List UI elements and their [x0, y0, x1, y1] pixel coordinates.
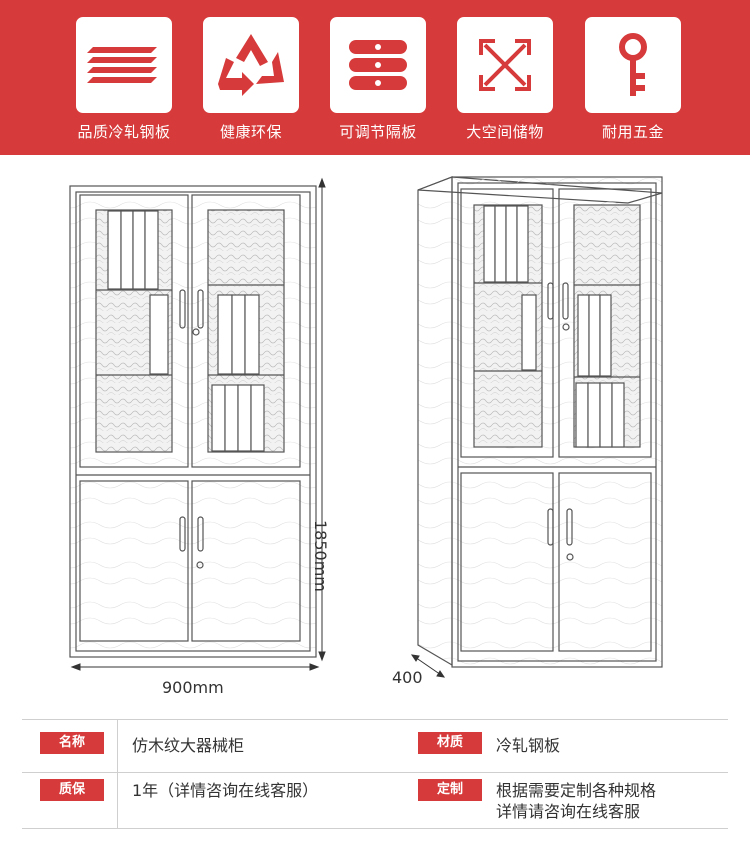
spec-table: 名称 仿木纹大器械柜 材质 冷轧钢板 质保 1年（详情咨询在线客服） 定制 根据…: [22, 719, 728, 829]
feature-hardware: 耐用五金: [585, 17, 681, 142]
dimension-lines-front: [70, 177, 326, 671]
name-tag: 名称: [40, 732, 104, 754]
steel-sheets-icon: [87, 47, 157, 83]
dimension-lines-depth: [410, 654, 446, 678]
feature-icon-box: [203, 17, 299, 113]
material-tag: 材质: [418, 732, 482, 754]
expand-arrows-icon: [479, 39, 531, 91]
feature-label: 大空间储物: [466, 123, 544, 141]
feature-band: 品质冷轧钢板 健康环保: [0, 0, 750, 155]
feature-label: 健康环保: [219, 123, 282, 141]
feature-label: 耐用五金: [601, 123, 664, 141]
custom-value-line-1: 根据需要定制各种规格: [496, 781, 657, 800]
feature-steel: 品质冷轧钢板: [76, 17, 172, 142]
custom-tag: 定制: [418, 779, 482, 801]
warranty-tag: 质保: [40, 779, 104, 801]
recycle-icon: [218, 34, 284, 96]
custom-value-line-2: 详情请咨询在线客服: [496, 802, 641, 821]
width-dimension-label: 900mm: [162, 678, 224, 697]
feature-icon-box: [76, 17, 172, 113]
feature-shelf: 可调节隔板: [330, 17, 426, 142]
material-value: 冷轧钢板: [496, 736, 561, 755]
cabinet-illustration: [69, 176, 663, 678]
warranty-value: 1年（详情咨询在线客服）: [132, 781, 319, 800]
feature-space: 大空间储物: [457, 17, 553, 142]
table-divider: [117, 720, 118, 828]
name-value: 仿木纹大器械柜: [132, 736, 245, 755]
adjustable-shelf-icon: [349, 40, 407, 90]
perspective-cabinet: [417, 176, 663, 668]
feature-label: 可调节隔板: [339, 123, 417, 141]
feature-icon-box: [585, 17, 681, 113]
depth-dimension-label: 400: [392, 668, 423, 687]
table-divider: [22, 772, 728, 773]
feature-icon-box: [457, 17, 553, 113]
cabinet-drawing: 900mm 1850mm 400: [0, 155, 750, 710]
front-view-cabinet: [69, 185, 317, 658]
height-dimension-label: 1850mm: [311, 520, 330, 592]
feature-eco: 健康环保: [203, 17, 299, 142]
feature-icon-box: [330, 17, 426, 113]
key-icon: [619, 33, 647, 96]
feature-label: 品质冷轧钢板: [77, 123, 171, 141]
